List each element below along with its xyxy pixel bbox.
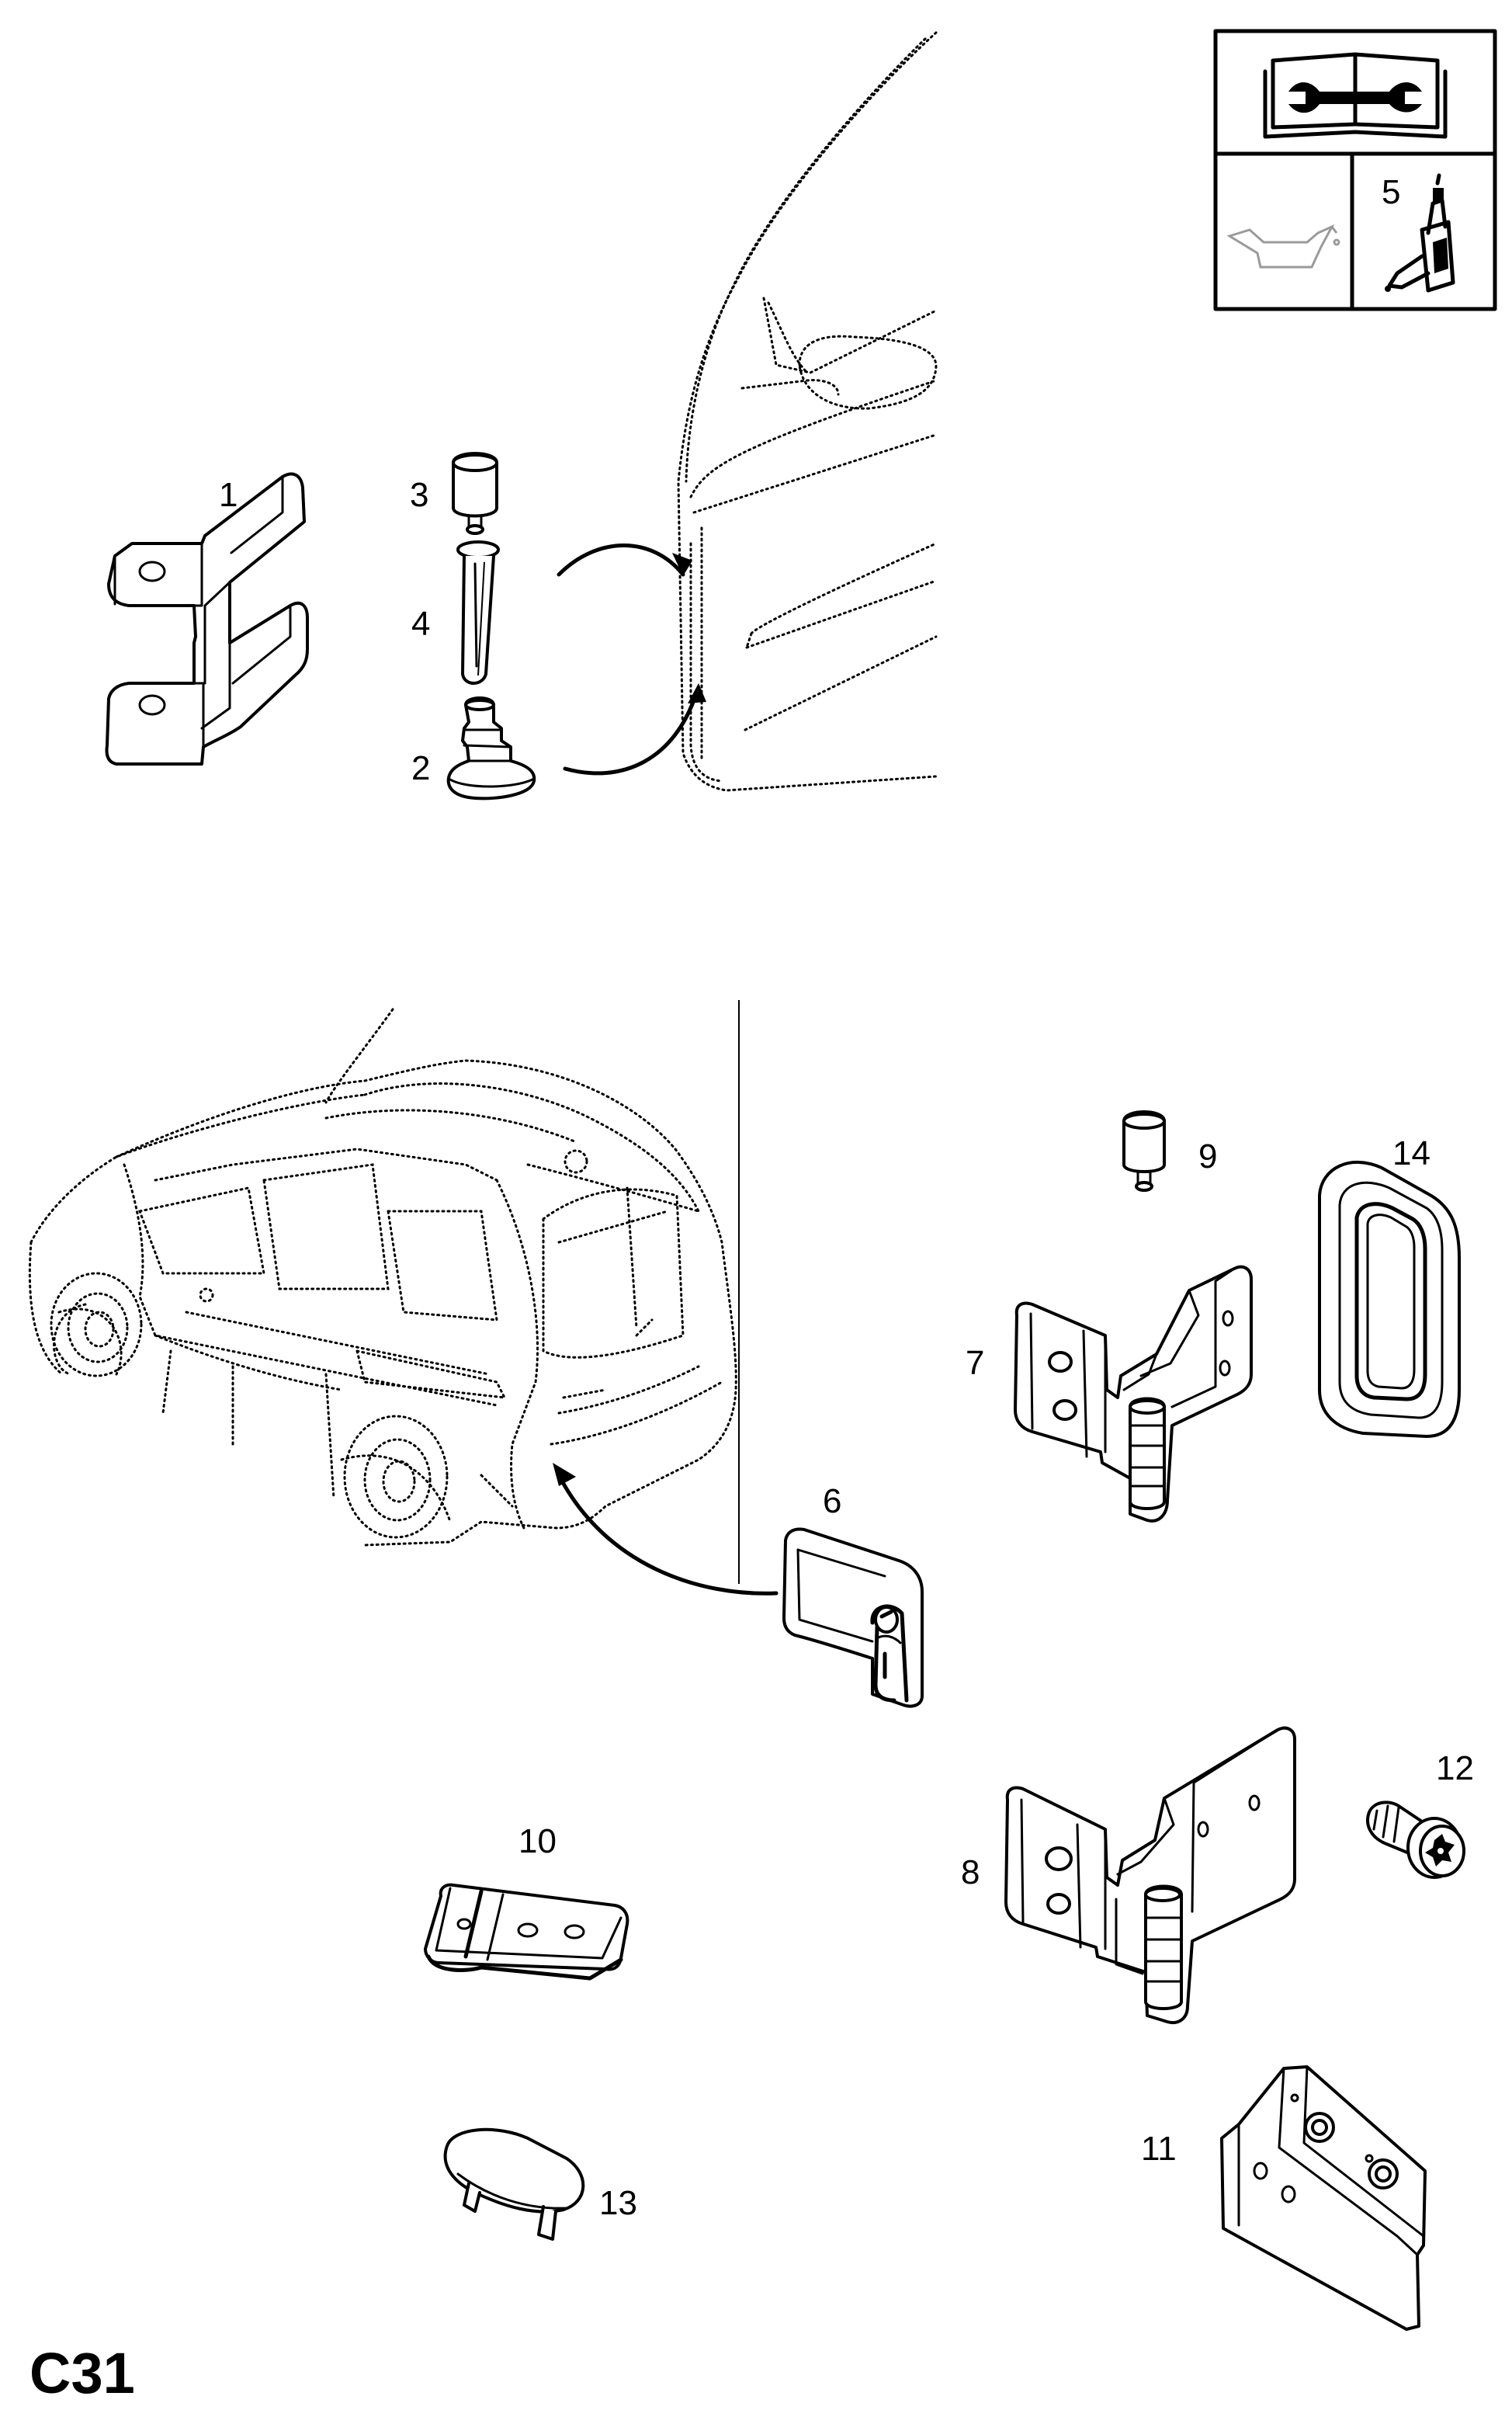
part-4-hinge-pin: [456, 540, 500, 685]
callout-7: 7: [966, 1344, 984, 1382]
oil-can-icon: [1226, 224, 1340, 269]
callout-11: 11: [1141, 2130, 1177, 2168]
callout-14: 14: [1392, 1134, 1431, 1172]
vehicle-rear-wheel: [343, 1415, 449, 1539]
part-11-hinge-reinforcement: [1220, 2065, 1427, 2331]
arrow-to-door-bottom: [563, 683, 706, 776]
part-6-tailgate-hinge-plate: [782, 1527, 924, 1708]
part-8-door-hinge-lower: [1004, 1726, 1296, 2024]
part-10-striker-plate: [424, 1883, 629, 1981]
callout-12: 12: [1436, 1749, 1474, 1787]
callout-10: 10: [518, 1822, 557, 1860]
callout-2: 2: [411, 749, 430, 787]
callout-4: 4: [411, 605, 430, 643]
callout-8: 8: [961, 1853, 980, 1891]
callout-13: 13: [599, 2184, 637, 2222]
front-door-outline: [677, 31, 938, 792]
part-7-door-hinge-upper: [1014, 1265, 1253, 1523]
part-14-rubber-grommet: [1318, 1160, 1461, 1438]
part-2-hinge-bushing: [446, 696, 536, 800]
callout-6: 6: [823, 1482, 841, 1520]
legend-box: 5: [1213, 29, 1497, 311]
arrow-to-tailgate-hinge: [553, 1463, 779, 1596]
callout-1: 1: [219, 476, 238, 514]
part-1-door-check-bracket: [105, 472, 309, 766]
part-12-torx-bolt: [1366, 1801, 1465, 1879]
part-9-hinge-pin-cap: [1122, 1110, 1166, 1192]
part-3-hinge-pin-cap: [452, 452, 498, 535]
page-code: C31: [29, 2341, 135, 2405]
arrow-to-door-top: [557, 543, 692, 577]
repair-manual-icon: [1263, 52, 1448, 139]
sealant-tube-icon: [1385, 173, 1455, 293]
part-13-hinge-cover-cap: [443, 2127, 585, 2241]
vehicle-rear-outline: [28, 1008, 737, 1547]
callout-3: 3: [410, 476, 428, 514]
callout-5: 5: [1382, 173, 1400, 211]
vehicle-front-wheel: [50, 1272, 143, 1377]
callout-9: 9: [1198, 1137, 1217, 1176]
